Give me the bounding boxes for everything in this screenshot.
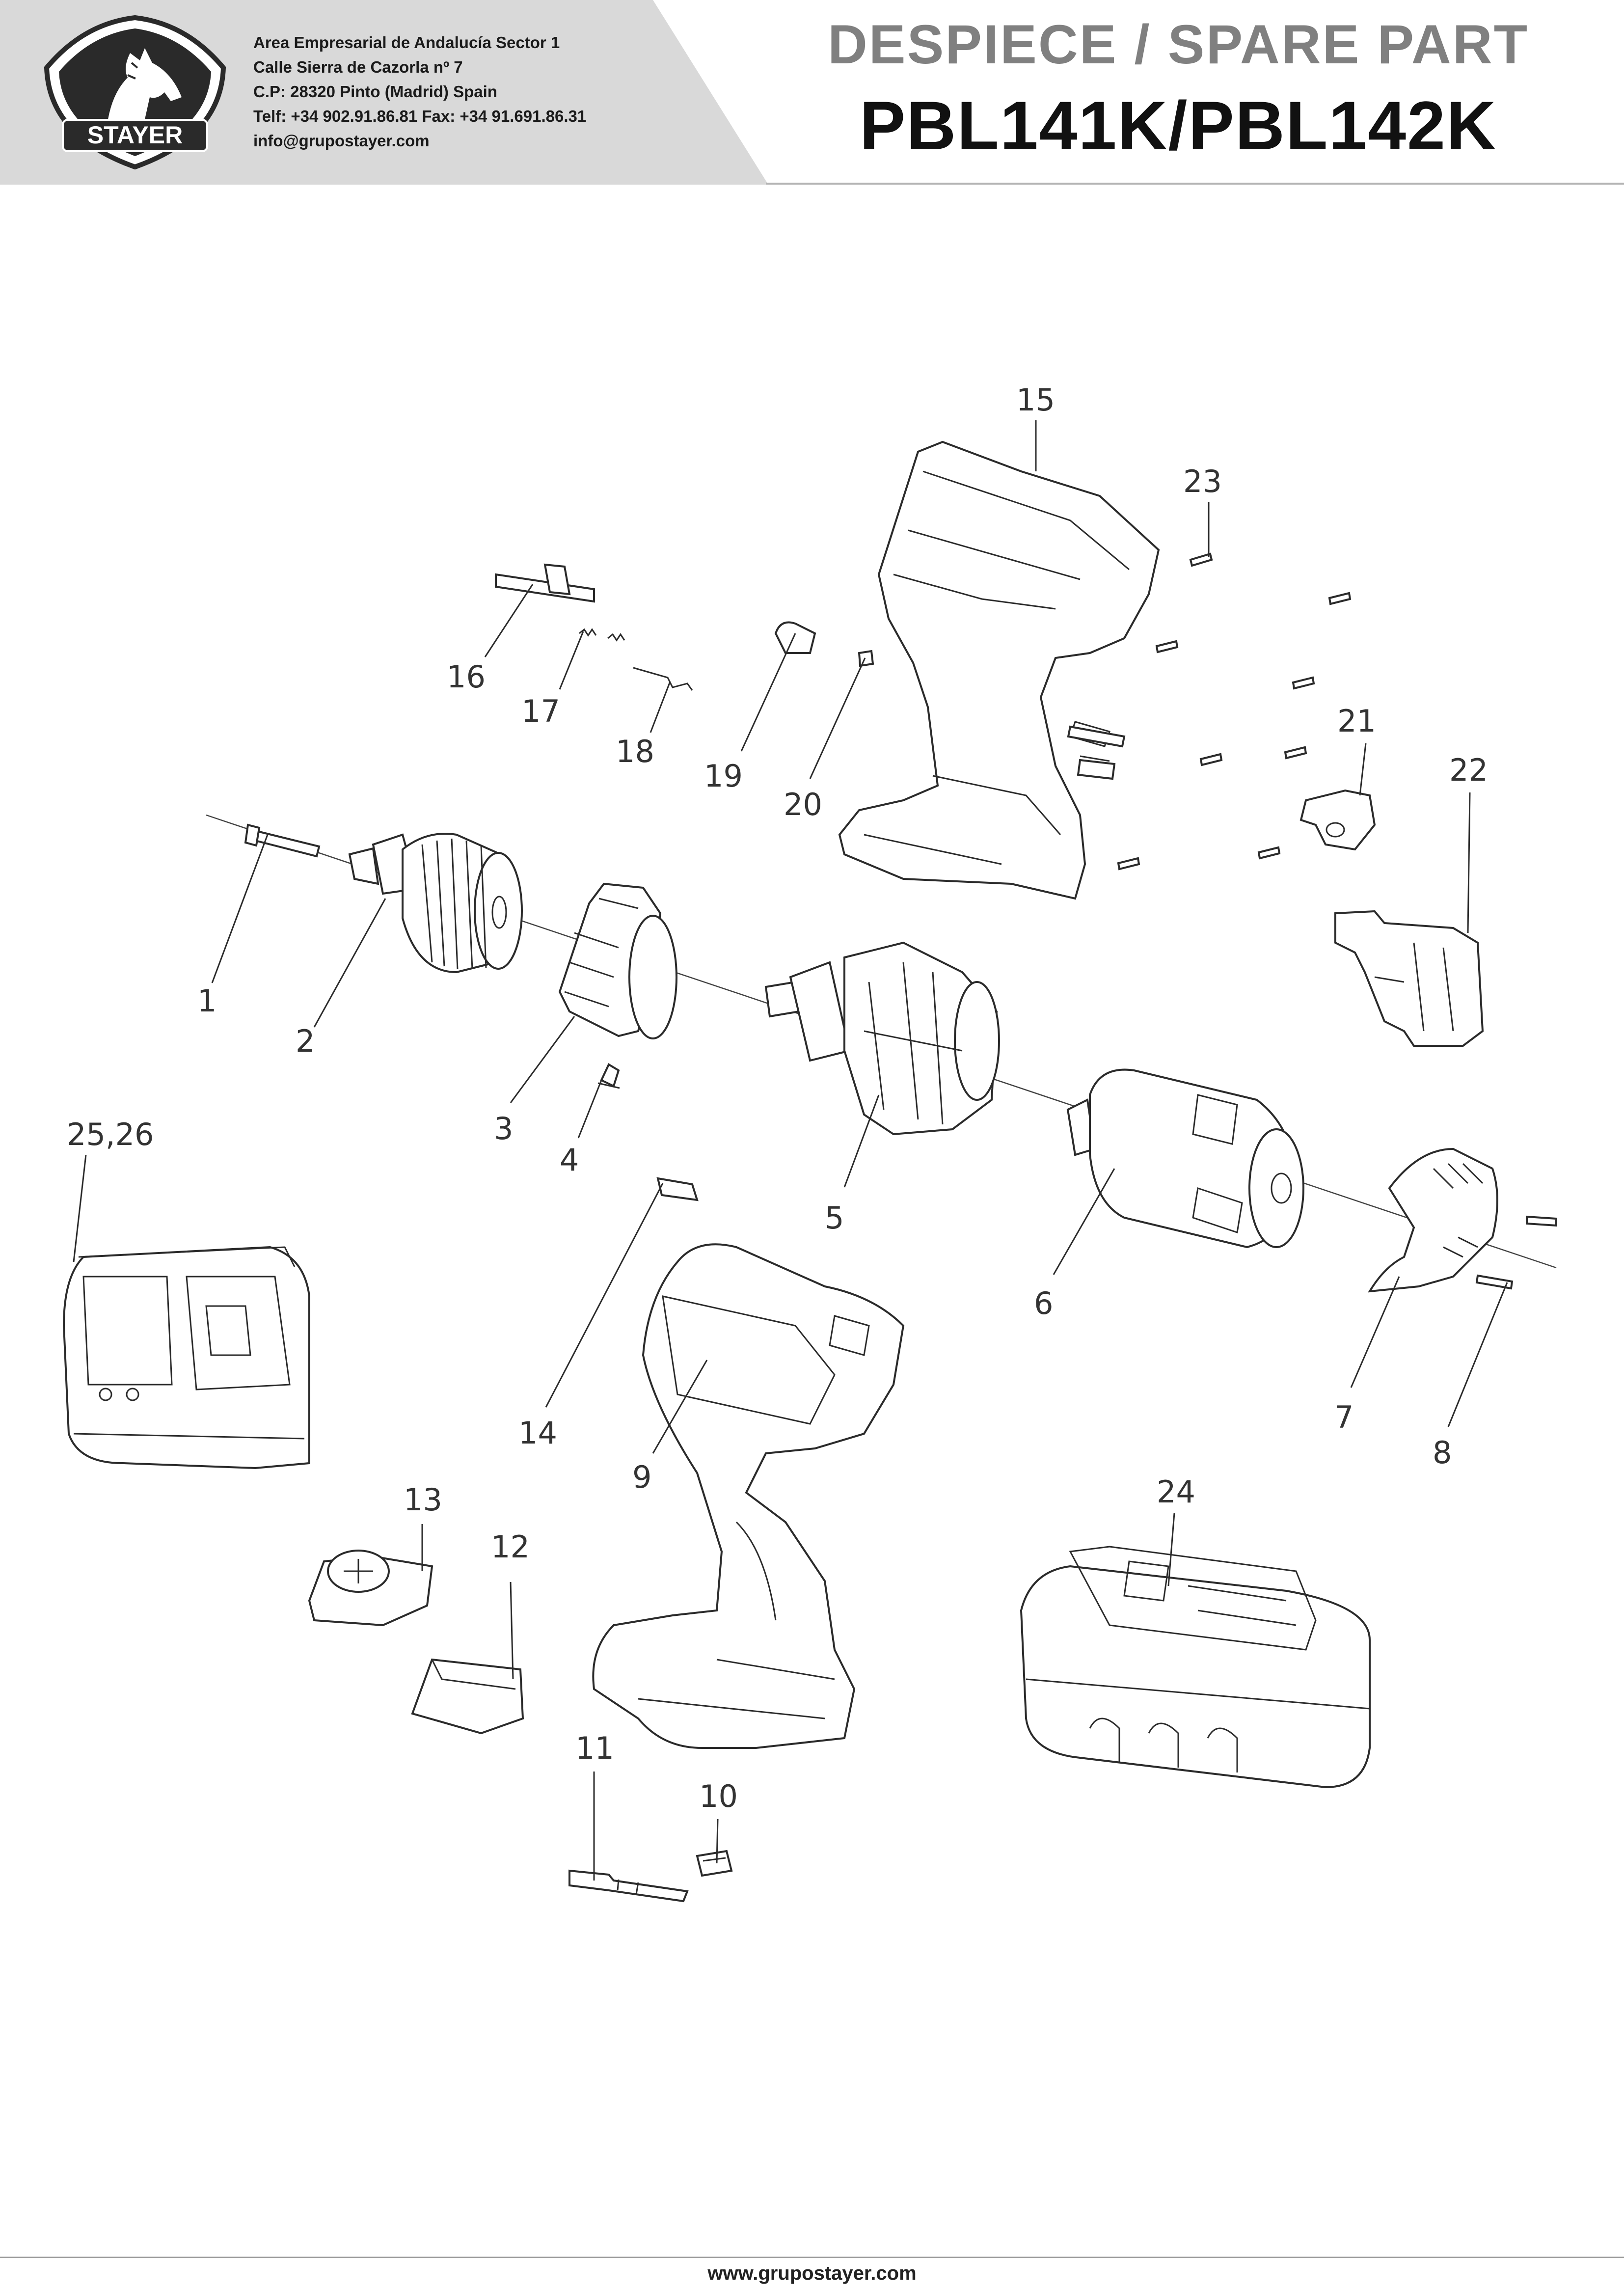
document-title: DESPIECE / SPARE PART [828, 14, 1529, 75]
callout-3: 3 [494, 1111, 513, 1146]
address-line: Area Empresarial de Andalucía Sector 1 [253, 33, 560, 52]
callout-10: 10 [699, 1778, 738, 1814]
callout-25-26: 25,26 [67, 1117, 154, 1152]
exploded-view-diagram: 1 2 3 4 5 6 7 8 9 10 11 12 13 14 15 16 1… [62, 382, 1557, 1903]
part-18-spring-wire [633, 667, 693, 691]
part-2-keyless-chuck [348, 833, 523, 974]
horse-head-icon [108, 48, 182, 119]
callout-14: 14 [518, 1415, 557, 1451]
callout-1: 1 [197, 983, 217, 1019]
address-line: C.P: 28320 Pinto (Madrid) Spain [253, 82, 497, 101]
callout-9: 9 [632, 1459, 651, 1495]
callout-24: 24 [1157, 1474, 1195, 1510]
callout-labels: 1 2 3 4 5 6 7 8 9 10 11 12 13 14 15 16 1… [67, 382, 1488, 1814]
part-11-screwdriver-bit [568, 1869, 689, 1903]
callout-21: 21 [1337, 703, 1376, 739]
part-20-contact [858, 650, 874, 667]
part-3-clutch-ring [558, 882, 677, 1039]
footer-rule [0, 2257, 1624, 2258]
callout-23: 23 [1183, 463, 1222, 499]
callout-7: 7 [1334, 1399, 1353, 1435]
part-8-screws [1475, 1215, 1557, 1290]
callout-17: 17 [521, 693, 560, 729]
callout-13: 13 [404, 1482, 442, 1518]
leader-lines [73, 420, 1508, 1881]
part-14-led-lens [656, 1177, 699, 1201]
part-12-terminal-block [411, 1658, 524, 1735]
model-number: PBL141K/PBL142K [859, 87, 1497, 164]
part-4-spring-clip [597, 1063, 620, 1089]
callout-4: 4 [560, 1142, 579, 1178]
part-9-housing-left [592, 1243, 905, 1749]
address-line: Calle Sierra de Cazorla nº 7 [253, 58, 463, 76]
part-16-direction-slider [495, 563, 595, 603]
part-23-housing-screws [1117, 552, 1352, 871]
callout-6: 6 [1034, 1285, 1053, 1321]
stayer-logo: STAYER [44, 15, 226, 170]
part-17-springs [579, 628, 625, 642]
part-19-led-holder [774, 621, 816, 654]
part-5-gearbox [764, 941, 1000, 1136]
part-7-rear-cover [1368, 1147, 1498, 1293]
callout-18: 18 [616, 734, 654, 769]
callout-15: 15 [1016, 382, 1055, 418]
part-1-chuck-screw [244, 823, 321, 858]
part-22-trigger-switch [1334, 910, 1484, 1047]
company-address: Area Empresarial de Andalucía Sector 1 C… [253, 30, 695, 153]
part-13-switch-module [308, 1550, 433, 1627]
callout-12: 12 [491, 1529, 530, 1565]
part-25-26-charger [62, 1246, 310, 1470]
part-15-housing-right [838, 440, 1160, 900]
callout-20: 20 [784, 787, 822, 822]
part-6-motor [1066, 1068, 1304, 1249]
callout-16: 16 [447, 659, 486, 695]
callout-8: 8 [1433, 1435, 1452, 1471]
callout-5: 5 [825, 1200, 844, 1236]
callout-19: 19 [704, 758, 743, 794]
part-10-clip [696, 1850, 733, 1877]
address-line: Telf: +34 902.91.86.81 Fax: +34 91.691.8… [253, 107, 587, 125]
part-21-gear-selector [1299, 789, 1376, 851]
callout-11: 11 [575, 1730, 614, 1766]
footer-website[interactable]: www.grupostayer.com [707, 2263, 917, 2284]
page-header: STAYER Area Empresarial de Andalucía Sec… [0, 0, 1624, 187]
callout-2: 2 [296, 1023, 315, 1059]
logo-wordmark: STAYER [87, 121, 183, 149]
callout-22: 22 [1449, 752, 1488, 788]
contact-email[interactable]: info@grupostayer.com [253, 132, 430, 150]
housing-storage-bits [1067, 725, 1126, 780]
part-24-battery [1020, 1546, 1371, 1789]
header-rule [766, 183, 1624, 185]
